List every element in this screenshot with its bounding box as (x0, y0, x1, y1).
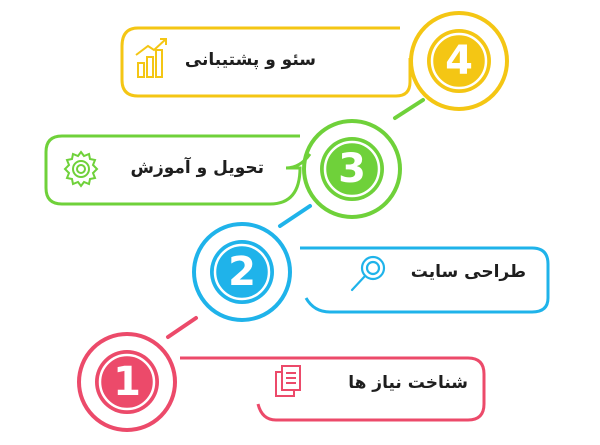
step-1-outer-ring (77, 332, 177, 432)
step-4-circle (427, 29, 491, 93)
connector-3-4 (393, 98, 425, 120)
magnifier-icon (350, 255, 386, 292)
step-4 (120, 11, 509, 111)
connector-1-2 (166, 316, 198, 339)
step-2-outer-ring (192, 222, 292, 322)
documents-icon (275, 365, 301, 397)
step-2 (192, 222, 550, 322)
step-3 (44, 119, 402, 219)
step-4-label: سئو و پشتیبانی (184, 50, 316, 70)
step-1 (77, 332, 486, 432)
step-1-label: شناخت نیاز ها (348, 373, 468, 393)
step-2-label: طراحی سایت (410, 262, 526, 282)
step-3-outer-ring (302, 119, 402, 219)
step-1-pill (180, 356, 486, 422)
step-2-circle (210, 240, 274, 304)
step-3-circle (320, 137, 384, 201)
step-2-pill (300, 246, 550, 314)
gear-icon (63, 150, 99, 188)
step-1-number: 1 (113, 359, 141, 405)
step-2-number: 2 (228, 249, 256, 295)
growth-chart-icon (135, 38, 167, 78)
step-4-number: 4 (445, 38, 473, 84)
step-1-circle (95, 350, 159, 414)
connector-2-3 (278, 204, 312, 228)
step-4-pill (120, 26, 412, 98)
step-3-label: تحویل و آموزش (130, 158, 264, 178)
step-3-pill (44, 134, 312, 206)
step-4-outer-ring (409, 11, 509, 111)
step-3-number: 3 (338, 146, 366, 192)
